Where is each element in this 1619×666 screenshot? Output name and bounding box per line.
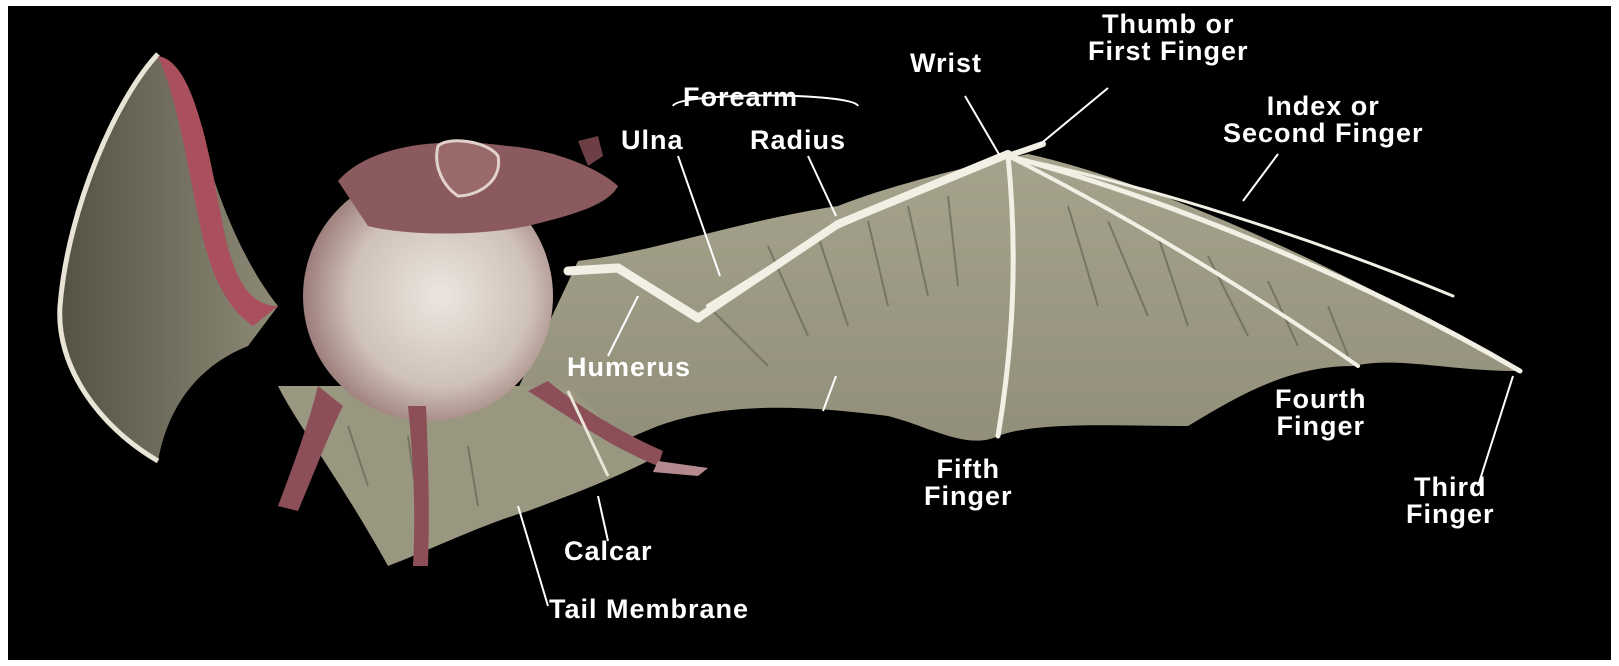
label-calcar: Calcar xyxy=(564,538,653,565)
label-ulna: Ulna xyxy=(621,127,684,154)
label-index-finger: Index or Second Finger xyxy=(1223,93,1424,147)
label-humerus: Humerus xyxy=(567,354,691,381)
label-tail-membrane: Tail Membrane xyxy=(549,596,749,623)
label-fourth-finger: Fourth Finger xyxy=(1275,386,1366,440)
label-fifth-finger: Fifth Finger xyxy=(924,456,1013,510)
label-thumb: Thumb or First Finger xyxy=(1088,11,1249,65)
label-wrist: Wrist xyxy=(910,50,982,77)
foot xyxy=(653,461,708,476)
bat-anatomy-diagram: Forearm Ulna Radius Wrist Thumb or First… xyxy=(8,6,1611,660)
bat-ear-right xyxy=(578,136,603,166)
label-radius: Radius xyxy=(750,127,846,154)
label-third-finger: Third Finger xyxy=(1406,474,1495,528)
label-forearm: Forearm xyxy=(683,84,798,111)
